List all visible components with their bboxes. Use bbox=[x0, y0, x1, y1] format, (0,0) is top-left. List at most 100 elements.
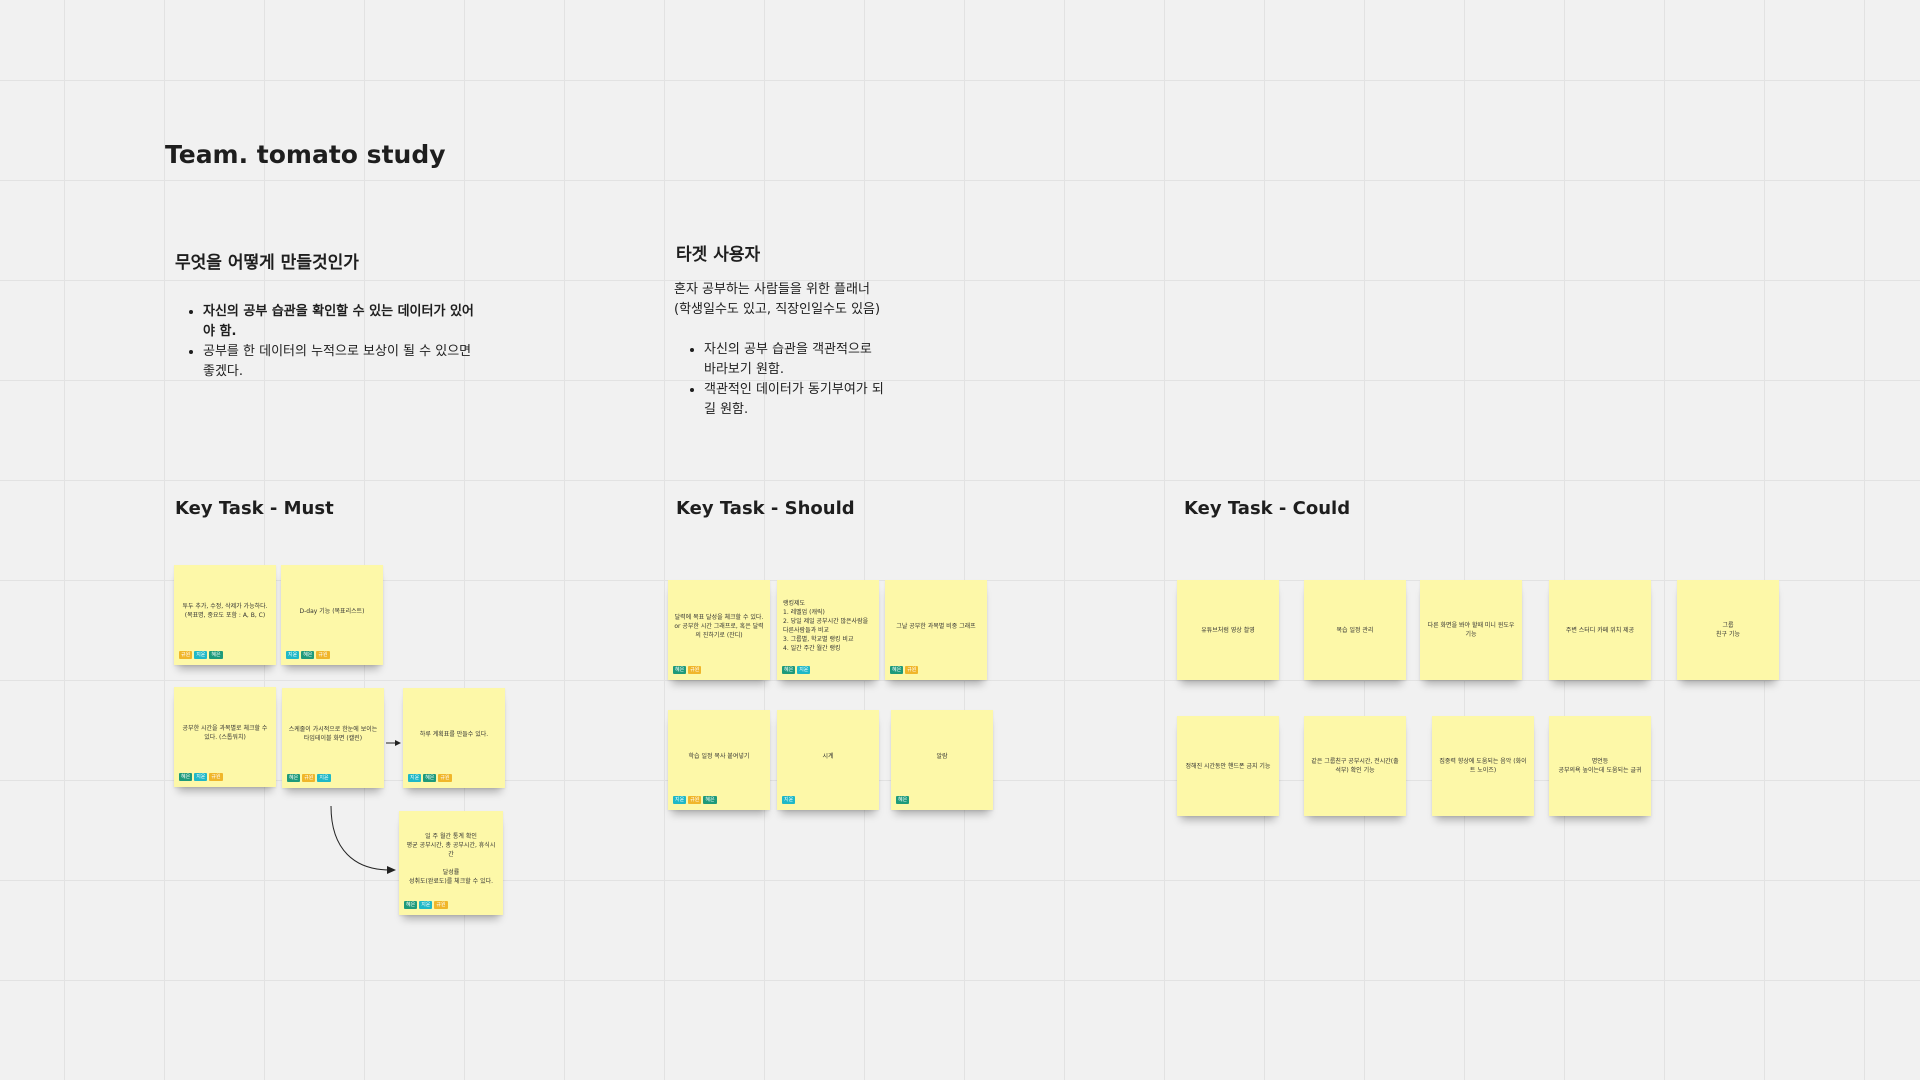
tag-badge: 지윤 bbox=[419, 901, 433, 909]
sticky-note-could-2[interactable]: 복습 일정 관리 bbox=[1304, 580, 1406, 680]
tag-badge: 규원 bbox=[434, 901, 448, 909]
sticky-note-could-5[interactable]: 그룹 친구 기능 bbox=[1677, 580, 1779, 680]
should-heading[interactable]: Key Task - Should bbox=[676, 498, 855, 519]
tag-badge: 지윤 bbox=[797, 666, 811, 674]
what-bullet-1: 자신의 공부 습관을 확인할 수 있는 데이터가 있어야 함. bbox=[203, 302, 483, 342]
note-text: 달력에 목표 달성을 체크할 수 있다. or 공부한 시간 그래프로, 혹은 … bbox=[674, 613, 764, 639]
tag-badge: 혜은 bbox=[673, 666, 687, 674]
sticky-note-should-4[interactable]: 학습 일정 복사 붙여넣기 지윤 규원 혜은 bbox=[668, 710, 770, 810]
note-tags: 규원 지윤 혜은 bbox=[179, 651, 223, 659]
arrow-to-stats bbox=[330, 805, 396, 874]
tag-badge: 지윤 bbox=[673, 796, 687, 804]
target-intro[interactable]: 혼자 공부하는 사람들을 위한 플래너 (학생일수도 있고, 직장인일수도 있음… bbox=[674, 280, 954, 320]
note-tags: 지윤 혜은 규원 bbox=[286, 651, 330, 659]
what-bullets[interactable]: 자신의 공부 습관을 확인할 수 있는 데이터가 있어야 함. 공부를 한 데이… bbox=[183, 302, 483, 382]
tag-badge: 혜은 bbox=[703, 796, 717, 804]
tag-badge: 지윤 bbox=[286, 651, 300, 659]
target-heading[interactable]: 타겟 사용자 bbox=[676, 245, 761, 265]
tag-badge: 지윤 bbox=[782, 796, 796, 804]
sticky-note-must-1[interactable]: 투두 추가, 수정, 삭제가 가능하다. (목표명, 중요도 포함 : A, B… bbox=[174, 565, 276, 665]
note-text: 주변 스터디 카페 위치 제공 bbox=[1565, 626, 1635, 634]
tag-badge: 혜은 bbox=[890, 666, 904, 674]
note-text: 스케줄이 가시적으로 한눈에 보이는 타임테이블 화면 (캘린) bbox=[288, 726, 378, 742]
sticky-note-should-1[interactable]: 달력에 목표 달성을 체크할 수 있다. or 공부한 시간 그래프로, 혹은 … bbox=[668, 580, 770, 680]
sticky-note-should-2[interactable]: 랭킹제도 1. 레벨업 (캐릭) 2. 당일 제일 공부시간 많은사람을 다른사… bbox=[777, 580, 879, 680]
sticky-note-could-9[interactable]: 명언등 공부의욕 높이는데 도움되는 글귀 bbox=[1549, 716, 1651, 816]
tag-badge: 지윤 bbox=[194, 651, 208, 659]
note-text: 명언등 공부의욕 높이는데 도움되는 글귀 bbox=[1558, 758, 1642, 774]
note-text: 학습 일정 복사 붙여넣기 bbox=[688, 752, 750, 760]
could-heading[interactable]: Key Task - Could bbox=[1184, 498, 1351, 519]
tag-badge: 규원 bbox=[438, 774, 452, 782]
sticky-note-could-8[interactable]: 집중력 향상에 도움되는 음악 (화이트 노이즈) bbox=[1432, 716, 1534, 816]
target-bullets[interactable]: 자신의 공부 습관을 객관적으로 바라보기 원함. 객관적인 데이터가 동기부여… bbox=[684, 340, 884, 420]
note-tags: 지윤 bbox=[782, 796, 796, 804]
note-text: 일 주 월간 통계 확인 평균 공부시간, 총 공부시간, 휴식시간 달성률 성… bbox=[406, 833, 496, 885]
sticky-note-must-6[interactable]: 일 주 월간 통계 확인 평균 공부시간, 총 공부시간, 휴식시간 달성률 성… bbox=[399, 811, 503, 915]
tag-badge: 지윤 bbox=[317, 774, 331, 782]
note-text: 공부한 시간을 과목별로 체크할 수 있다. (스톱워치) bbox=[182, 725, 268, 741]
tag-badge: 혜은 bbox=[782, 666, 796, 674]
tag-badge: 혜은 bbox=[404, 901, 418, 909]
note-tags: 지윤 혜은 규원 bbox=[408, 774, 452, 782]
tag-badge: 규원 bbox=[179, 651, 193, 659]
tag-badge: 혜은 bbox=[287, 774, 301, 782]
target-bullet-2: 객관적인 데이터가 동기부여가 되길 원함. bbox=[704, 380, 884, 420]
tag-badge: 혜은 bbox=[423, 774, 437, 782]
note-text: 다른 화면을 봐야 할때 미니 윈도우 기능 bbox=[1427, 622, 1515, 638]
note-text: 그룹 친구 기능 bbox=[1716, 622, 1740, 638]
note-tags: 혜은 규원 지윤 bbox=[287, 774, 331, 782]
tag-badge: 혜은 bbox=[179, 773, 193, 781]
note-text: 투두 추가, 수정, 삭제가 가능하다. (목표명, 중요도 포함 : A, B… bbox=[182, 603, 268, 619]
tag-badge: 규원 bbox=[688, 666, 702, 674]
tag-badge: 규원 bbox=[302, 774, 316, 782]
note-tags: 혜은 bbox=[896, 796, 910, 804]
sticky-note-must-4[interactable]: 스케줄이 가시적으로 한눈에 보이는 타임테이블 화면 (캘린) 혜은 규원 지… bbox=[282, 688, 384, 788]
sticky-note-must-3[interactable]: 공부한 시간을 과목별로 체크할 수 있다. (스톱워치) 혜은 지윤 규원 bbox=[174, 687, 276, 787]
note-tags: 혜은 지윤 bbox=[782, 666, 811, 674]
note-tags: 혜은 지윤 규원 bbox=[404, 901, 448, 909]
target-bullet-1: 자신의 공부 습관을 객관적으로 바라보기 원함. bbox=[704, 340, 884, 380]
note-tags: 혜은 규원 bbox=[890, 666, 919, 674]
must-heading[interactable]: Key Task - Must bbox=[175, 498, 334, 519]
sticky-note-could-6[interactable]: 정해진 시간동안 핸드폰 금지 기능 bbox=[1177, 716, 1279, 816]
note-text: 알람 bbox=[936, 752, 948, 760]
sticky-note-could-1[interactable]: 유튜브처럼 영상 촬영 bbox=[1177, 580, 1279, 680]
tag-badge: 지윤 bbox=[408, 774, 422, 782]
tag-badge: 규원 bbox=[316, 651, 330, 659]
note-tags: 혜은 규원 bbox=[673, 666, 702, 674]
tag-badge: 지윤 bbox=[194, 773, 208, 781]
sticky-note-should-6[interactable]: 알람 혜은 bbox=[891, 710, 993, 810]
sticky-note-should-3[interactable]: 그날 공부한 과목별 비중 그래프 혜은 규원 bbox=[885, 580, 987, 680]
sticky-note-should-5[interactable]: 시계 지윤 bbox=[777, 710, 879, 810]
note-text: 정해진 시간동안 핸드폰 금지 기능 bbox=[1185, 762, 1271, 770]
sticky-note-must-5[interactable]: 하루 계획표를 만들수 있다. 지윤 혜은 규원 bbox=[403, 688, 505, 788]
note-text: 같은 그룹친구 공부시간, 전시간(출석부) 확인 기능 bbox=[1311, 758, 1399, 774]
note-text: 랭킹제도 1. 레벨업 (캐릭) 2. 당일 제일 공부시간 많은사람을 다른사… bbox=[783, 600, 869, 652]
note-text: D-day 기능 (목표리스트) bbox=[299, 607, 365, 615]
note-text: 시계 bbox=[822, 752, 834, 760]
board-title[interactable]: Team. tomato study bbox=[165, 140, 446, 169]
sticky-note-could-3[interactable]: 다른 화면을 봐야 할때 미니 윈도우 기능 bbox=[1420, 580, 1522, 680]
arrow-to-daily-plan bbox=[386, 740, 401, 746]
target-intro-line-2: (학생일수도 있고, 직장인일수도 있음) bbox=[674, 302, 881, 317]
tag-badge: 규원 bbox=[209, 773, 223, 781]
sticky-note-could-4[interactable]: 주변 스터디 카페 위치 제공 bbox=[1549, 580, 1651, 680]
note-text: 집중력 향상에 도움되는 음악 (화이트 노이즈) bbox=[1439, 758, 1527, 774]
what-heading[interactable]: 무엇을 어떻게 만들것인가 bbox=[175, 253, 359, 273]
tag-badge: 규원 bbox=[905, 666, 919, 674]
sticky-note-must-2[interactable]: D-day 기능 (목표리스트) 지윤 혜은 규원 bbox=[281, 565, 383, 665]
note-text: 하루 계획표를 만들수 있다. bbox=[419, 730, 489, 738]
tag-badge: 혜은 bbox=[209, 651, 223, 659]
note-text: 복습 일정 관리 bbox=[1336, 626, 1374, 634]
tag-badge: 혜은 bbox=[896, 796, 910, 804]
target-intro-line-1: 혼자 공부하는 사람들을 위한 플래너 bbox=[674, 282, 870, 297]
note-text: 그날 공부한 과목별 비중 그래프 bbox=[896, 622, 976, 630]
tag-badge: 혜은 bbox=[301, 651, 315, 659]
sticky-note-could-7[interactable]: 같은 그룹친구 공부시간, 전시간(출석부) 확인 기능 bbox=[1304, 716, 1406, 816]
note-tags: 혜은 지윤 규원 bbox=[179, 773, 223, 781]
tag-badge: 규원 bbox=[688, 796, 702, 804]
note-tags: 지윤 규원 혜은 bbox=[673, 796, 717, 804]
what-bullet-2: 공부를 한 데이터의 누적으로 보상이 될 수 있으면 좋겠다. bbox=[203, 342, 483, 382]
